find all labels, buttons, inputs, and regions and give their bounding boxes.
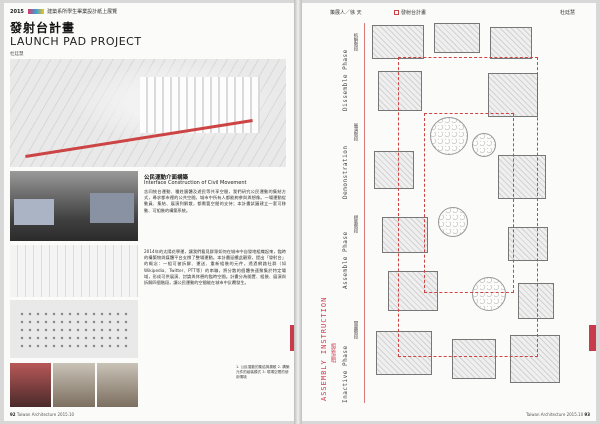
structure-module [376,331,432,375]
side-tab [290,325,296,351]
balloon-cluster [472,133,496,157]
structure-sketch [10,245,138,297]
page-footer: 92 Taiwan Architecture 2015.10 [10,412,75,417]
section-title-en: Interface Construction of Civil Movement [144,180,247,186]
structure-module [510,335,560,383]
header-series: 建築系所學生畢業設計紙上展覽 [47,9,118,15]
structure-module [382,217,428,253]
header-title: 發射台計畫 [394,9,426,16]
city-model-rendering [10,59,286,167]
assembly-diagram [368,21,576,407]
body-paragraph: 2014年的太陽花學運，讓我們看見群眾如何在城市中自發地組織起來，臨時的構築物與… [144,249,286,286]
section-title-zh: 公民運動介面構築 [144,175,189,181]
phase-label: Demonstration [342,145,349,199]
structure-module [452,339,496,379]
balloon-cluster [472,277,506,311]
header-year: 2015 [10,9,24,15]
image-caption: 1. 公民運動的集結與擴散 2. 構築元件的組裝模式 3. 現場空間的使用情境 [236,365,290,379]
left-page: 2015 建築系所學生畢業設計紙上展覽 發射台計畫 LAUNCH PAD PRO… [4,3,296,421]
spine-gutter [294,0,302,424]
phase-label: Inactive Phase [342,345,349,403]
phase-label: Dissemble Phase [342,49,349,111]
structure-module [508,227,548,261]
building-blocks [140,77,260,133]
structure-module [378,71,422,111]
structure-module [372,25,424,59]
structure-module [490,27,532,59]
title-chinese: 發射台計畫 [10,21,76,35]
phase-label: Assemble Phase [342,231,349,289]
side-tab [589,325,596,351]
page-header: 2015 建築系所學生畢業設計紙上展覽 [10,8,117,15]
assembly-instruction-zh: 組裝說明 [330,343,336,363]
assembly-path [424,113,514,293]
crowd-photo [10,171,138,241]
phase-label-zh: 閒置階段 [353,321,358,339]
structure-module [388,271,438,311]
balloon-cluster [438,207,468,237]
grid-sketch [10,300,138,358]
phase-label-zh: 拆解階段 [353,33,358,51]
series-logo [27,9,44,14]
right-page: 策展人／徐 天 發射台計畫 杜廷慧 Dissemble Phase 拆解階段 D… [302,3,596,421]
phase-label-zh: 展演階段 [353,123,358,141]
structure-module [498,155,546,199]
author: 杜廷慧 [10,52,24,57]
title-english: LAUNCH PAD PROJECT [10,35,142,48]
structure-module [434,23,480,53]
page-footer: Taiwan Architecture 2015.10 93 [525,412,590,417]
phase-label-zh: 組裝階段 [353,215,358,233]
page-number: 92 [10,412,16,417]
header-author: 杜廷慧 [560,10,576,16]
structure-module [374,151,414,189]
structure-module [518,283,554,319]
red-route [25,119,253,158]
timeline-line [364,23,365,403]
body-paragraph: 含同統台運動、種姓團體及遊民等共享空間，我們研究公民運動的集結方式，尋求都市裡的… [144,189,286,213]
site-photos [10,363,138,407]
page-number: 93 [584,412,590,417]
assembly-path [398,57,538,357]
curator: 策展人／徐 天 [330,10,362,16]
balloon-cluster [430,117,468,155]
assembly-instruction-title: ASSEMBLY INSTRUCTION [320,296,328,401]
